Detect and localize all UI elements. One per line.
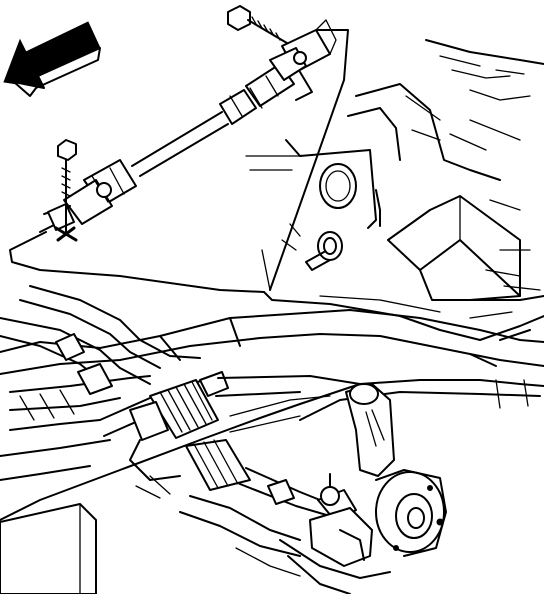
intermediate-shaft bbox=[131, 19, 337, 177]
chassis-left bbox=[0, 285, 201, 481]
lower-universal-joint bbox=[39, 159, 137, 233]
body-panel bbox=[261, 29, 349, 291]
floor-panel bbox=[9, 231, 544, 341]
steering-knuckle bbox=[309, 383, 395, 567]
tie-rod-assembly bbox=[179, 395, 331, 557]
lower-control-arm bbox=[235, 539, 391, 594]
direction-arrow-icon bbox=[3, 21, 101, 97]
top-bolt bbox=[227, 5, 293, 47]
wheel-hub bbox=[375, 469, 447, 557]
pinch-bolt bbox=[54, 139, 78, 242]
steering-gear-rack bbox=[99, 371, 361, 499]
engine-compartment bbox=[245, 39, 544, 301]
mounting-stud bbox=[281, 223, 343, 271]
frame-crossmember bbox=[0, 309, 544, 594]
